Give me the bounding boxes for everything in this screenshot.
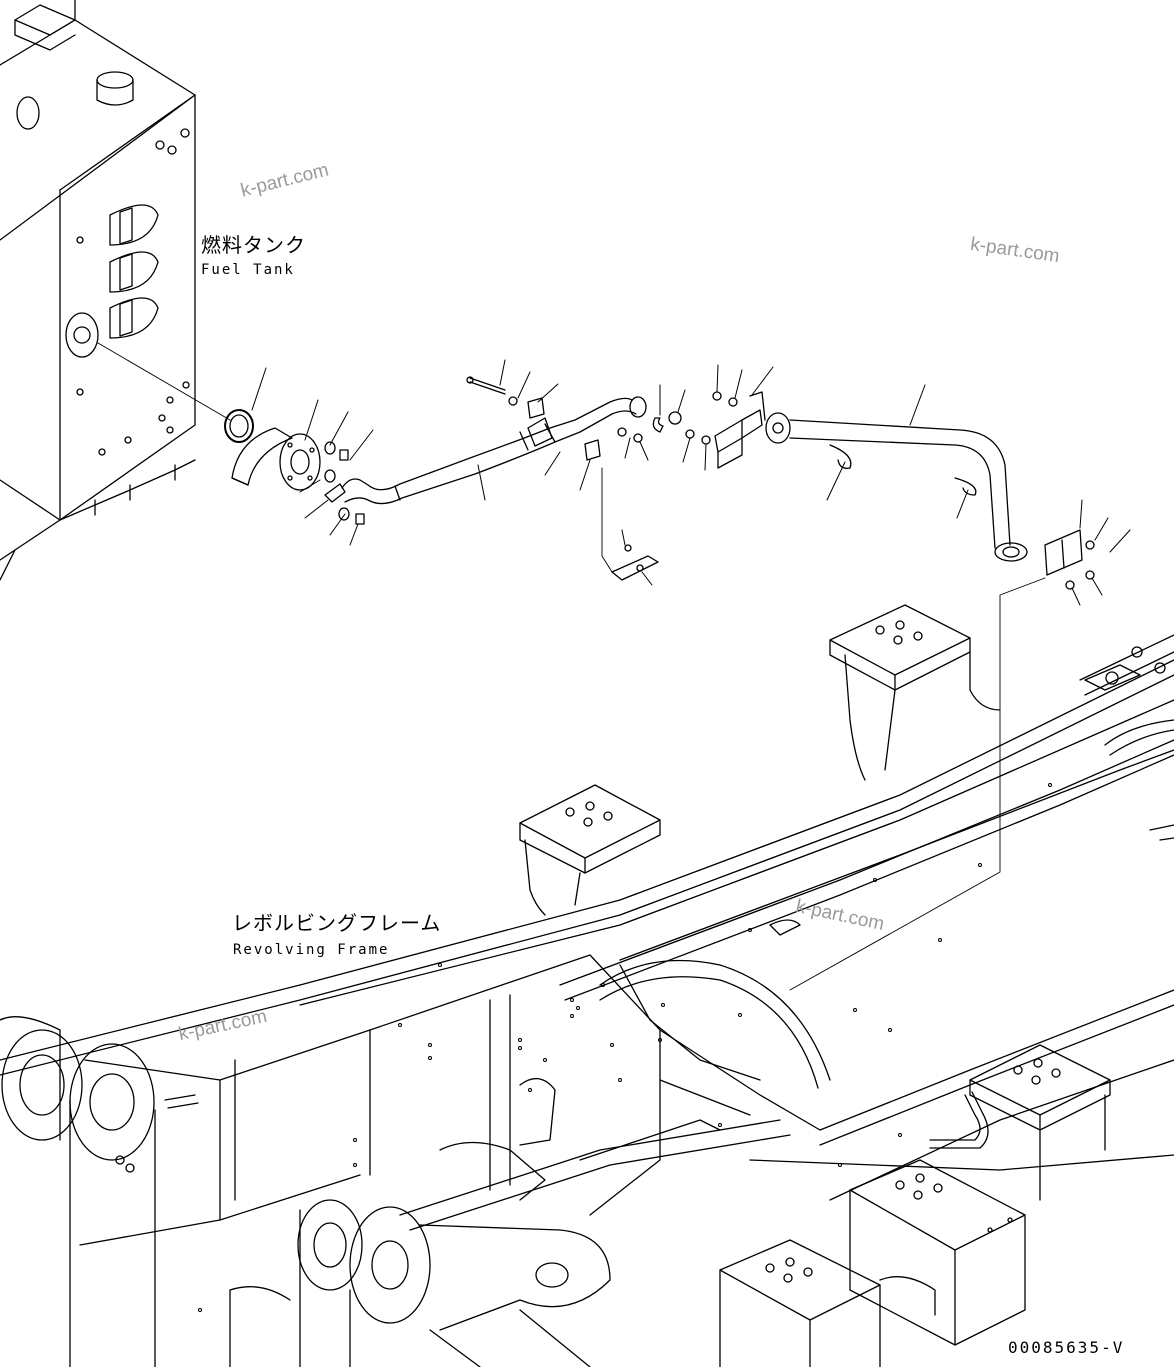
fuel-line-assembly <box>225 377 1094 990</box>
fuel-tank-label-jp: 燃料タンク <box>201 233 306 257</box>
drawing-code: 00085635-V <box>1008 1338 1125 1357</box>
revolving-frame-drawing <box>0 605 1174 1367</box>
revolving-frame-label-en: Revolving Frame <box>233 942 390 958</box>
callout-leaders <box>252 360 1130 605</box>
revolving-frame-label-jp: レボルビングフレーム <box>232 911 442 935</box>
fuel-tank-drawing <box>0 0 230 580</box>
fuel-tank-label-en: Fuel Tank <box>201 262 295 278</box>
frame-bolt-holes <box>199 784 1052 1312</box>
